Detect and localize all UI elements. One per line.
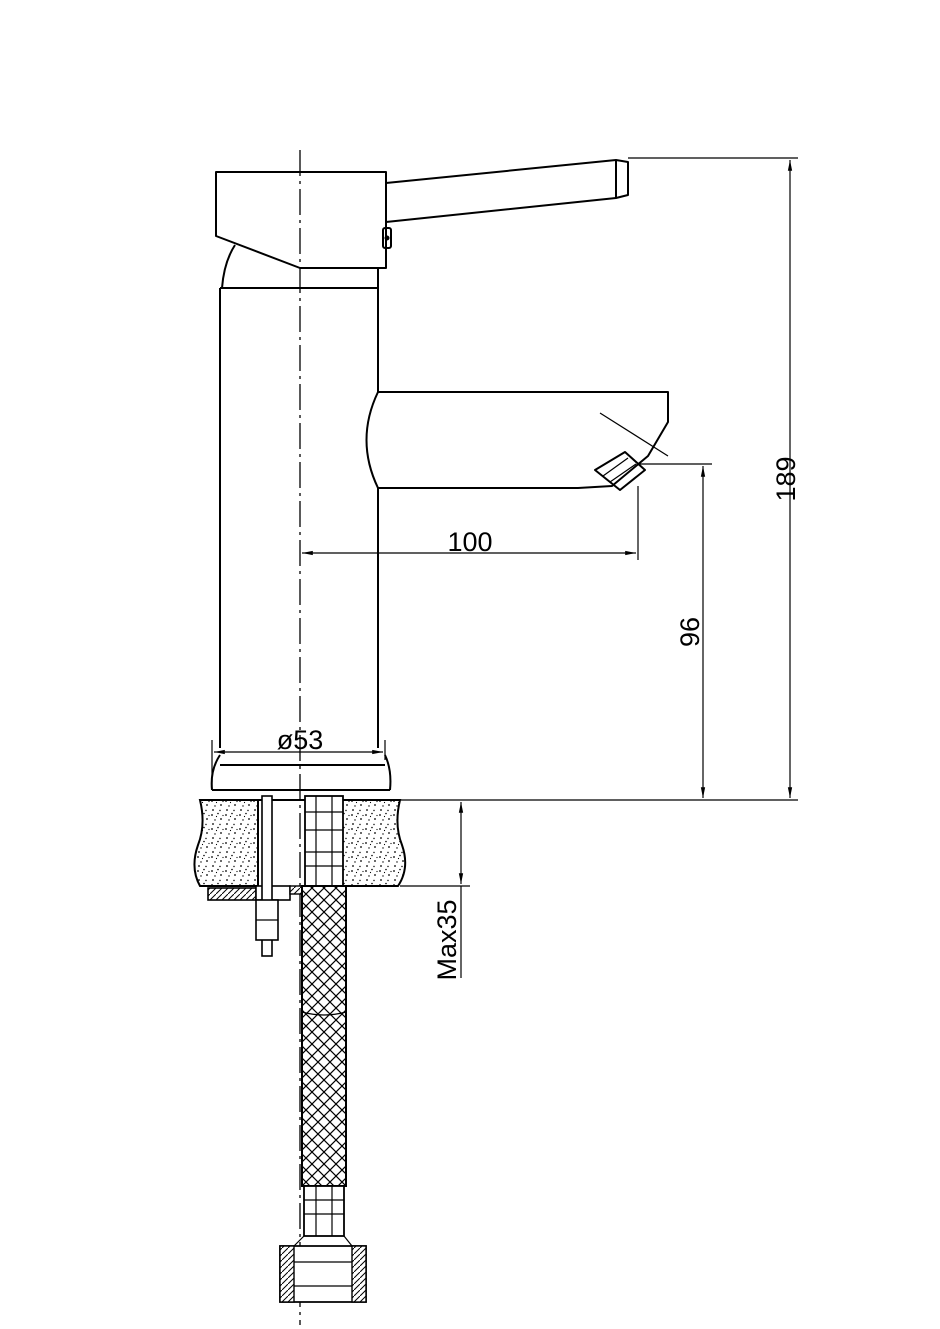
hose-top-fitting — [304, 795, 344, 887]
dim-label-max35: Max35 — [432, 899, 462, 980]
dim-label-100: 100 — [447, 527, 492, 557]
dim-label-diameter: ø53 — [277, 725, 324, 755]
dim-total-height: 189 — [390, 157, 801, 801]
braided-hose — [301, 885, 347, 1187]
dim-base-diameter: ø53 — [211, 725, 386, 790]
spout — [365, 391, 669, 491]
handle-lever — [382, 159, 629, 249]
dim-spout-reach: 100 — [302, 486, 639, 560]
countertop-section — [193, 799, 407, 887]
hose-bottom-fitting — [279, 1185, 367, 1303]
dim-label-189: 189 — [771, 456, 801, 501]
faucet-body-column — [210, 287, 392, 791]
dim-label-96: 96 — [675, 617, 705, 647]
dim-spout-height: 96 — [640, 463, 712, 798]
dim-counter-thickness: Max35 — [400, 802, 470, 981]
faucet-head — [215, 171, 387, 289]
